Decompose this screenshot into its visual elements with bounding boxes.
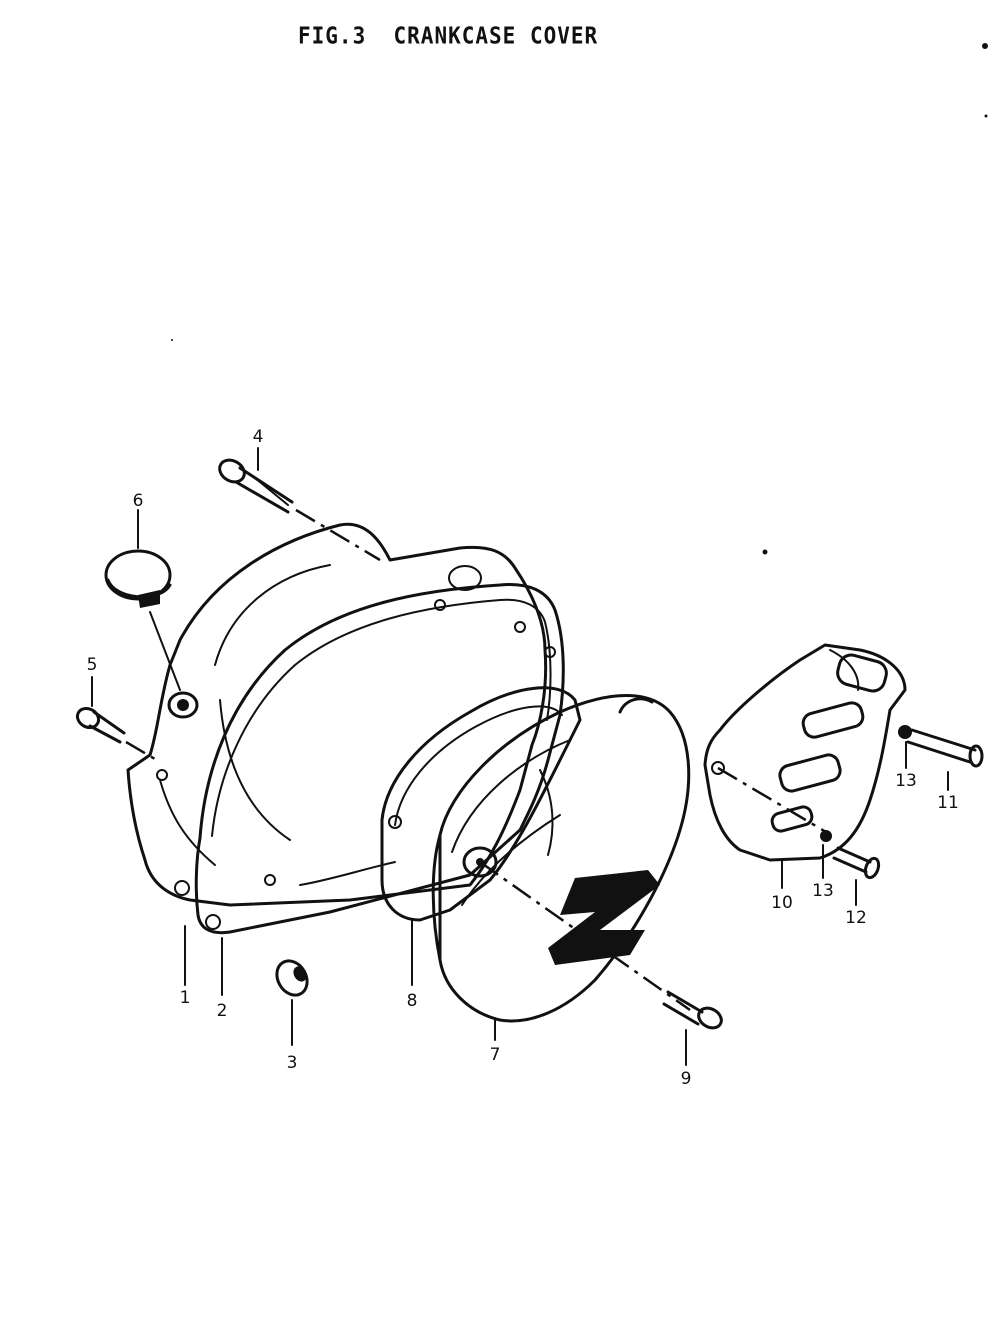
callout-7: 7 [490, 1045, 501, 1065]
callout-8: 8 [407, 991, 418, 1011]
callout-10: 10 [771, 893, 793, 913]
callout-4: 4 [253, 427, 264, 447]
sprocket-cover-part-10 [703, 643, 907, 862]
bolt-part-11 [898, 725, 984, 768]
scan-dot [984, 114, 988, 118]
bolt-part-9 [662, 990, 723, 1030]
callout-9: 9 [681, 1069, 692, 1089]
callout-13-lower: 13 [812, 881, 834, 901]
callout-11: 11 [937, 793, 959, 813]
crankcase-cover-part-1 [126, 339, 548, 907]
figure-name: CRANKCASE COVER [393, 22, 599, 50]
callout-numbers: 1 2 3 4 5 6 7 8 9 10 11 12 13 13 [87, 427, 959, 1089]
callout-3: 3 [287, 1053, 298, 1073]
gasket-part-2 [194, 582, 565, 935]
callout-5: 5 [87, 655, 98, 675]
leader-lines [91, 447, 949, 1066]
washer-part-13 [820, 830, 832, 842]
generator-cover-part-7 [431, 694, 691, 1023]
scan-dot [762, 549, 768, 555]
callout-12: 12 [845, 908, 867, 928]
scan-dot [982, 43, 988, 49]
bolt-part-12 [832, 846, 881, 880]
figure-title: FIG.3 CRANKCASE COVER [298, 23, 598, 49]
callout-13-upper: 13 [895, 771, 917, 791]
callout-6: 6 [133, 491, 144, 511]
dowel-pin-part-3 [275, 959, 309, 997]
filler-cap-part-6 [104, 549, 199, 719]
callout-1: 1 [180, 988, 191, 1008]
bolt-part-5 [75, 706, 161, 764]
bolt-part-4 [218, 458, 381, 562]
figure-number: FIG.3 [298, 22, 367, 50]
callout-2: 2 [217, 1001, 228, 1021]
